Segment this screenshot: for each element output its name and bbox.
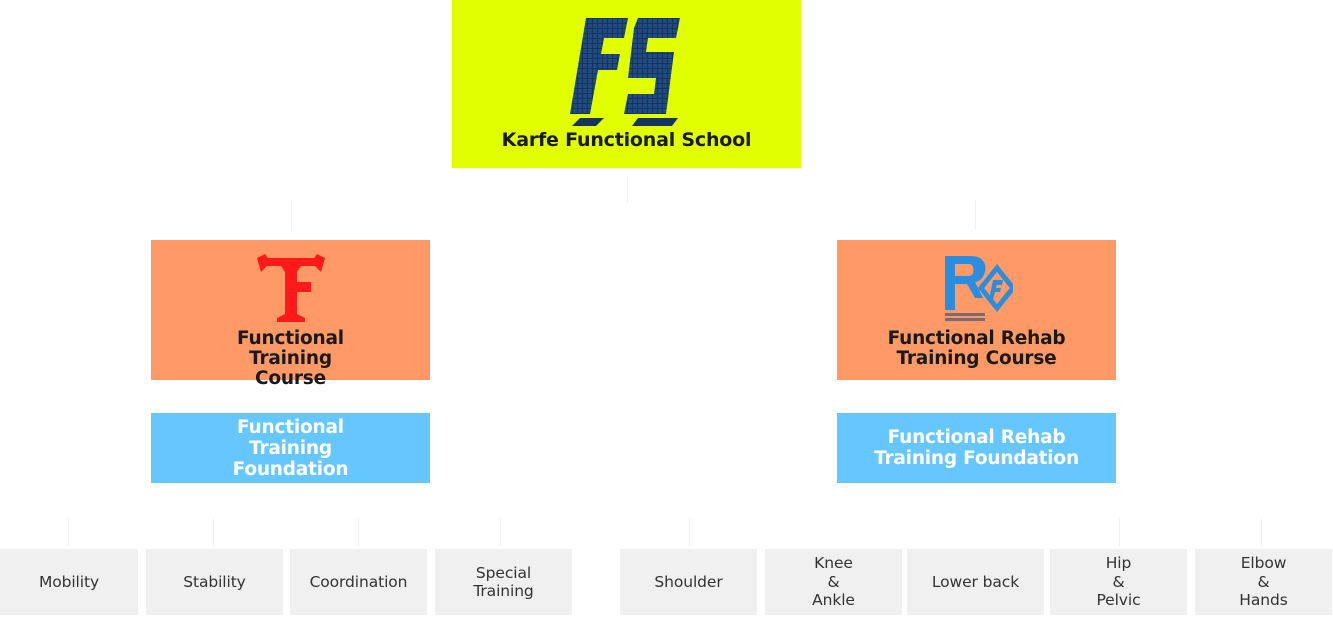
topic-shoulder: Shoulder [620, 549, 757, 615]
connector-line [975, 200, 976, 230]
connector-line [689, 518, 690, 546]
topic-lower-back: Lower back [907, 549, 1044, 615]
topic-label: Coordination [309, 572, 408, 591]
connector-line [1119, 518, 1120, 546]
connector-line [500, 518, 501, 546]
topic-label: Stability [183, 572, 246, 591]
connector-line [358, 518, 359, 546]
foundation-node-functional-rehab-training: Functional Rehab Training Foundation [837, 413, 1116, 483]
topic-label: Elbow & Hands [1239, 554, 1288, 610]
connector-line [68, 518, 69, 546]
topic-mobility: Mobility [0, 549, 138, 615]
topic-label: Hip & Pelvic [1096, 554, 1141, 610]
topic-label: Lower back [931, 572, 1020, 591]
connector-line [213, 518, 214, 546]
connector-line [627, 175, 628, 203]
topic-label: Shoulder [654, 572, 723, 591]
connector-line [291, 200, 292, 230]
course-node-functional-training: Functional Training Course [151, 240, 430, 389]
foundation-title: Functional Rehab Training Foundation [874, 427, 1079, 469]
foundation-title: Functional Training Foundation [232, 416, 349, 480]
topic-coordination: Coordination [290, 549, 427, 615]
course-title: Functional Rehab Training Course [887, 328, 1066, 369]
topic-label: Mobility [38, 572, 100, 591]
root-node: Karfe Functional School [452, 0, 801, 168]
course-title: Functional Training Course [237, 328, 344, 389]
karfe-fs-logo [570, 18, 680, 126]
foundation-node-functional-training: Functional Training Foundation [151, 413, 430, 483]
functional-training-logo [257, 254, 325, 322]
functional-rehab-training-logo [945, 256, 1013, 321]
topic-stability: Stability [146, 549, 283, 615]
topic-hip-pelvic: Hip & Pelvic [1050, 549, 1187, 615]
course-node-functional-rehab-training: Functional Rehab Training Course [837, 240, 1116, 380]
topic-special-training: Special Training [435, 549, 572, 615]
topic-elbow-hands: Elbow & Hands [1195, 549, 1332, 615]
topic-label: Knee & Ankle [812, 554, 855, 610]
connector-line [1261, 518, 1262, 546]
topic-knee-ankle: Knee & Ankle [765, 549, 902, 615]
topic-label: Special Training [473, 563, 534, 601]
root-title: Karfe Functional School [501, 129, 752, 151]
